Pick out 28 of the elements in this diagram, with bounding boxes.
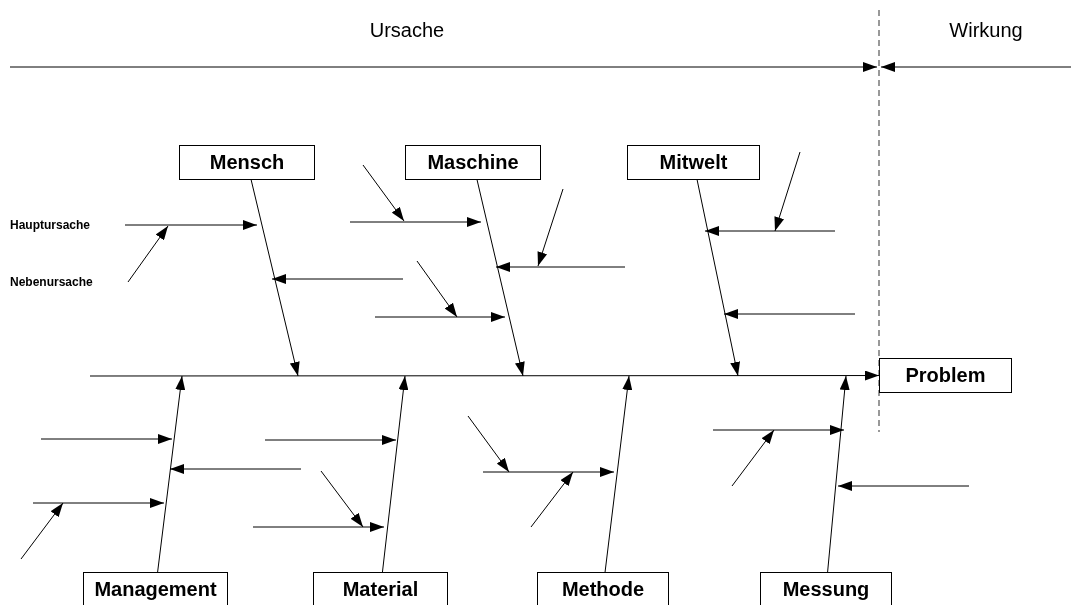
category-label: Mitwelt bbox=[659, 151, 728, 174]
category-box bbox=[879, 358, 1012, 393]
category-label: Mensch bbox=[209, 151, 285, 174]
category-label: Maschine bbox=[427, 151, 519, 174]
category-box bbox=[537, 572, 669, 605]
category-box bbox=[179, 145, 315, 180]
bone-arrow bbox=[250, 179, 300, 377]
category-label: Management bbox=[94, 577, 217, 601]
category-box bbox=[405, 145, 541, 180]
annotation-text: Nebenursache bbox=[10, 275, 93, 289]
category-box bbox=[627, 145, 760, 180]
bone-arrow bbox=[604, 375, 633, 573]
bone-arrow bbox=[476, 179, 525, 377]
bone-arrow bbox=[696, 179, 741, 377]
category-box bbox=[313, 572, 448, 605]
category-label: Problem bbox=[905, 364, 986, 387]
spine-arrow bbox=[89, 370, 880, 381]
bone-arrow bbox=[157, 375, 186, 573]
section-heading: Wirkung bbox=[949, 18, 1023, 42]
annotation-text: Hauptursache bbox=[10, 218, 91, 232]
bone-arrow bbox=[381, 375, 409, 573]
section-heading: Ursache bbox=[369, 18, 445, 42]
category-box bbox=[83, 572, 228, 605]
category-label: Messung bbox=[782, 577, 870, 601]
category-label: Material bbox=[342, 577, 419, 601]
bone-arrow bbox=[827, 375, 850, 573]
category-label: Methode bbox=[561, 577, 645, 601]
category-box bbox=[760, 572, 892, 605]
